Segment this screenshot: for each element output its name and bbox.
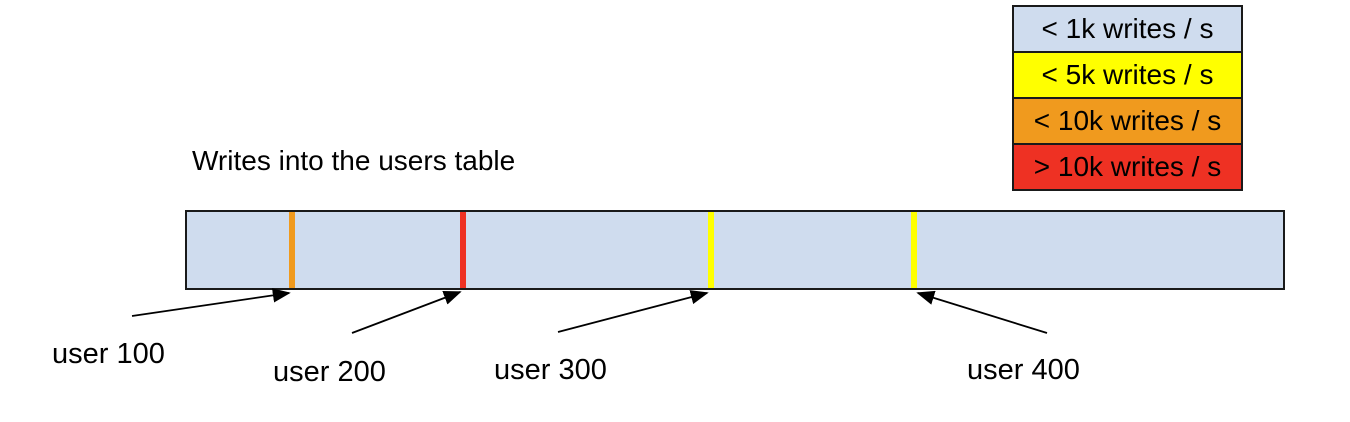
users-table-keyspace-bar xyxy=(185,210,1285,290)
label-user-300: user 300 xyxy=(494,354,607,386)
legend-item-lt-10k: < 10k writes / s xyxy=(1012,97,1243,145)
legend-item-label: > 10k writes / s xyxy=(1033,151,1222,182)
legend-item-label: < 1k writes / s xyxy=(1041,13,1214,44)
legend-item-label: < 5k writes / s xyxy=(1041,59,1214,90)
label-user-200: user 200 xyxy=(273,356,386,388)
diagram-title: Writes into the users table xyxy=(192,145,516,176)
arrow-user-300 xyxy=(557,290,709,333)
legend: < 1k writes / s < 5k writes / s < 10k wr… xyxy=(1012,5,1243,191)
legend-item-gt-10k: > 10k writes / s xyxy=(1012,143,1243,191)
hotspot-marker-user-100 xyxy=(289,212,295,288)
arrow-user-100 xyxy=(131,288,291,317)
legend-item-label: < 10k writes / s xyxy=(1033,105,1222,136)
label-user-400: user 400 xyxy=(967,354,1080,386)
legend-item-lt-1k: < 1k writes / s xyxy=(1012,5,1243,53)
arrow-user-400 xyxy=(916,290,1048,334)
hotspot-marker-user-200 xyxy=(460,212,466,288)
legend-item-lt-5k: < 5k writes / s xyxy=(1012,51,1243,99)
label-user-100: user 100 xyxy=(52,338,165,370)
arrow-user-200 xyxy=(351,291,462,334)
hotspot-marker-user-400 xyxy=(911,212,917,288)
hotspot-marker-user-300 xyxy=(708,212,714,288)
